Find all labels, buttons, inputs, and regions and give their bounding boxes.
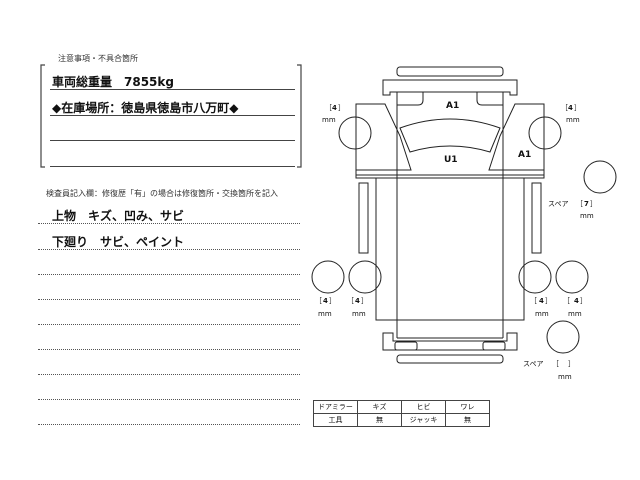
- svg-text:］: ］: [545, 297, 552, 305]
- tire-spare-2: [546, 320, 580, 354]
- svg-text:］: ］: [361, 297, 368, 305]
- tire-rear-left-outer: [311, 260, 345, 294]
- remarks-rule: [50, 89, 295, 90]
- rear-light-left: [394, 341, 418, 351]
- svg-text:［: ［: [347, 297, 354, 305]
- unit-label: mm: [322, 116, 336, 124]
- inspection-rule: [38, 249, 300, 250]
- windshield: [399, 118, 501, 153]
- table-cell: 無: [445, 413, 490, 427]
- inspection-rule: [38, 424, 300, 425]
- equipment-table: ドアミラー キズ ヒビ ワレ 工具 無 ジャッキ 無: [313, 400, 490, 427]
- label-u1: U1: [444, 155, 458, 165]
- label-a1-top: A1: [446, 101, 459, 111]
- cab-rear-line: [355, 174, 545, 179]
- tire-front-left: [338, 116, 372, 150]
- inspection-rule: [38, 349, 300, 350]
- svg-text:］: ］: [329, 297, 336, 305]
- inspection-line-2: 下廻り サビ、ペイント: [52, 235, 185, 249]
- tire-value: 4: [574, 297, 579, 305]
- tire-rear-left-inner: [348, 260, 382, 294]
- remarks-line-2: ◆在庫場所：徳島県徳島市八万町◆: [52, 101, 239, 115]
- cab-body: [396, 92, 504, 339]
- remarks-rule: [50, 166, 295, 167]
- tire-spare-1: [583, 160, 617, 194]
- table-row: ドアミラー キズ ヒビ ワレ: [313, 400, 490, 414]
- unit-label: mm: [580, 212, 594, 220]
- table-cell: 工具: [313, 413, 358, 427]
- svg-text:［: ［: [563, 297, 570, 305]
- table-cell: ワレ: [445, 400, 490, 414]
- unit-label: mm: [558, 373, 572, 381]
- remarks-line-1: 車両総重量 7855kg: [52, 75, 174, 89]
- tire-rear-right-inner: [518, 260, 552, 294]
- inspection-rule: [38, 324, 300, 325]
- remarks-rule: [50, 115, 295, 116]
- spare-label: スペア: [523, 360, 544, 368]
- inspection-line-1: 上物 キズ、凹み、サビ: [52, 209, 185, 223]
- svg-text:［: ［: [561, 104, 568, 112]
- svg-text:］: ］: [574, 104, 581, 112]
- svg-text:］: ］: [568, 360, 575, 368]
- inspection-rule: [38, 399, 300, 400]
- rear-bumper-guard: [396, 354, 504, 364]
- remarks-heading: 注意事項・不具合箇所: [58, 54, 138, 63]
- table-cell: キズ: [357, 400, 402, 414]
- cab-corners: [397, 91, 503, 106]
- table-cell: 無: [357, 413, 402, 427]
- label-a1-right: A1: [518, 150, 531, 160]
- table-cell: ジャッキ: [401, 413, 446, 427]
- unit-label: mm: [566, 116, 580, 124]
- tire-front-right: [528, 116, 562, 150]
- left-step: [358, 182, 369, 254]
- tire-value: 4: [568, 104, 573, 112]
- svg-text:［: ［: [576, 200, 583, 208]
- svg-text:］: ］: [338, 104, 345, 112]
- svg-text:］: ］: [590, 200, 597, 208]
- svg-text:［: ［: [530, 297, 537, 305]
- right-step: [531, 182, 542, 254]
- unit-label: mm: [318, 310, 332, 318]
- rear-bumper: [382, 332, 518, 351]
- unit-label: mm: [535, 310, 549, 318]
- remarks-rule: [50, 140, 295, 141]
- front-bumper: [382, 79, 518, 96]
- unit-label: mm: [568, 310, 582, 318]
- svg-text:］: ］: [580, 297, 587, 305]
- inspection-rule: [38, 374, 300, 375]
- front-bumper-guard: [396, 66, 504, 77]
- tire-value: 4: [355, 297, 360, 305]
- cab-doors: [355, 103, 545, 175]
- svg-text:［: ［: [325, 104, 332, 112]
- rear-light-right: [482, 341, 506, 351]
- tire-value: 4: [539, 297, 544, 305]
- inspection-heading: 検査員記入欄：修復歴「有」の場合は修復箇所・交換箇所を記入: [46, 189, 278, 198]
- tire-rear-right-outer: [555, 260, 589, 294]
- inspection-rule: [38, 274, 300, 275]
- svg-text:［: ［: [552, 360, 559, 368]
- table-cell: ヒビ: [401, 400, 446, 414]
- inspection-rule: [38, 299, 300, 300]
- table-cell: ドアミラー: [313, 400, 358, 414]
- chassis-frame: [375, 178, 525, 321]
- inspection-rule: [38, 223, 300, 224]
- table-row: 工具 無 ジャッキ 無: [313, 413, 490, 427]
- tire-value: 7: [584, 200, 589, 208]
- tire-value: 4: [323, 297, 328, 305]
- unit-label: mm: [352, 310, 366, 318]
- spare-label: スペア: [548, 200, 569, 208]
- tire-value: 4: [332, 104, 337, 112]
- svg-text:［: ［: [315, 297, 322, 305]
